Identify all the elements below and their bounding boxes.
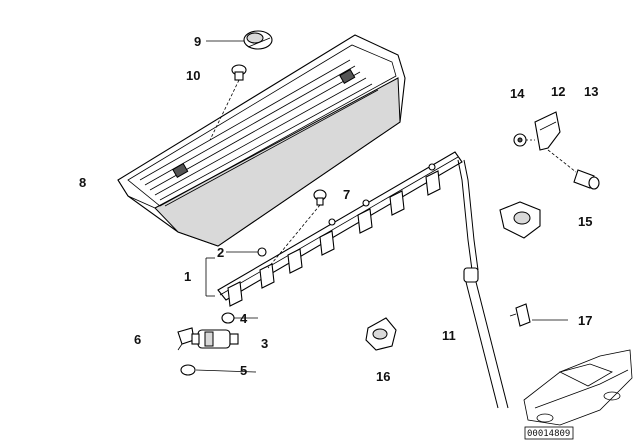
cover-bolt[interactable]: [231, 64, 247, 81]
callout-11: 11: [442, 328, 456, 343]
reference-box: [524, 426, 574, 440]
bracket-bolt[interactable]: [573, 169, 600, 190]
callout-17: 17: [578, 313, 592, 328]
callout-6: 6: [134, 332, 141, 347]
reference-code: 00014809: [527, 429, 570, 439]
callout-16: 16: [376, 369, 390, 384]
callout-3: 3: [261, 336, 268, 351]
callout-15: 15: [578, 214, 592, 229]
engine-cover[interactable]: [117, 34, 406, 247]
cover-cap[interactable]: [243, 30, 273, 50]
callout-9: 9: [194, 34, 201, 49]
bolt-leader: [209, 79, 240, 141]
callout-14: 14: [510, 86, 525, 101]
callout-13: 13: [584, 84, 598, 99]
callout-2: 2: [217, 245, 224, 260]
bolt-leader-2: [547, 149, 577, 173]
fuel-rail[interactable]: [217, 151, 463, 307]
vehicle-silhouette: [523, 349, 633, 426]
leader-lines: [195, 40, 568, 373]
callout-4: 4: [240, 311, 248, 326]
hose-clip[interactable]: [509, 303, 531, 327]
callout-10: 10: [186, 68, 200, 83]
fuel-hose[interactable]: [457, 159, 509, 409]
o-ring-lower[interactable]: [180, 364, 196, 376]
rail-grommet[interactable]: [313, 189, 327, 206]
hose-clamp[interactable]: [365, 317, 397, 351]
o-ring-upper[interactable]: [221, 312, 235, 324]
callout-8: 8: [79, 175, 86, 190]
fuel-injector[interactable]: [191, 329, 239, 349]
callout-7: 7: [343, 187, 350, 202]
bracket-nut[interactable]: [513, 133, 527, 147]
callout-1: 1: [184, 269, 191, 284]
rail-cap[interactable]: [257, 247, 267, 257]
hose-holder[interactable]: [499, 201, 541, 239]
rail-bracket[interactable]: [534, 111, 561, 151]
grommet-leader: [267, 204, 321, 269]
callout-5: 5: [240, 363, 247, 378]
callout-12: 12: [551, 84, 565, 99]
